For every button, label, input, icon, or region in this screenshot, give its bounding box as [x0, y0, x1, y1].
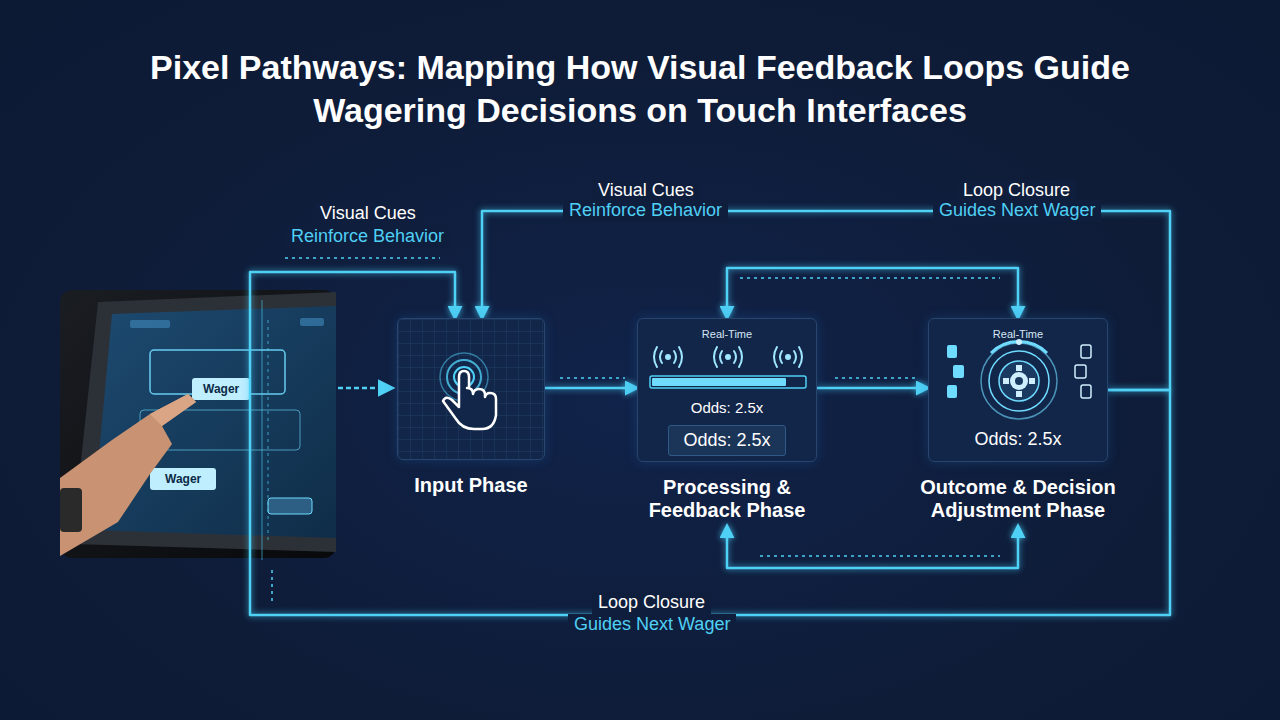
tablet-photo [60, 290, 336, 558]
phase-node: Real-TimeOdds: 2.5xOdds: 2.5xProcessing … [637, 318, 817, 526]
flow-connector [727, 526, 1018, 568]
button-label: Wager [203, 382, 239, 396]
panel-text: Odds: 2.5x [638, 425, 816, 456]
phase-caption: Input Phase [362, 474, 580, 497]
panel-text: Odds: 2.5x [929, 429, 1107, 450]
phase-node: Input Phase [397, 318, 545, 501]
data-streams [262, 258, 1000, 605]
flow-connector [250, 272, 1170, 615]
phase-caption: Outcome & Decision Adjustment Phase [909, 476, 1127, 522]
phase-panel [397, 318, 545, 460]
flow-label: Visual Cues [592, 180, 700, 202]
panel-text: Real-Time [929, 328, 1107, 340]
panel-text: Real-Time [638, 328, 816, 340]
flow-label: Reinforce Behavior [563, 200, 728, 222]
phase-panel: Real-TimeOdds: 2.5xOdds: 2.5x [637, 318, 817, 462]
flow-connector [727, 268, 1018, 318]
touch-icon [398, 319, 545, 460]
diagram-title: Pixel Pathways: Mapping How Visual Feedb… [150, 46, 1130, 132]
flow-label: Reinforce Behavior [285, 226, 450, 248]
phase-node: Real-TimeOdds: 2.5xOutcome & Decision Ad… [928, 318, 1108, 526]
phase-panel: Real-TimeOdds: 2.5x [928, 318, 1108, 462]
flow-label: Guides Next Wager [568, 614, 736, 636]
flow-label: Guides Next Wager [933, 200, 1101, 222]
flow-label: Loop Closure [957, 180, 1076, 202]
button-label: Wager [165, 472, 201, 486]
flow-connector [545, 387, 637, 390]
flow-connector [817, 387, 928, 390]
flow-label: Visual Cues [314, 203, 422, 225]
flow-label: Loop Closure [592, 592, 711, 614]
panel-text: Odds: 2.5x [638, 399, 816, 416]
phase-caption: Processing & Feedback Phase [618, 476, 836, 522]
odds-chip: Odds: 2.5x [668, 425, 785, 456]
